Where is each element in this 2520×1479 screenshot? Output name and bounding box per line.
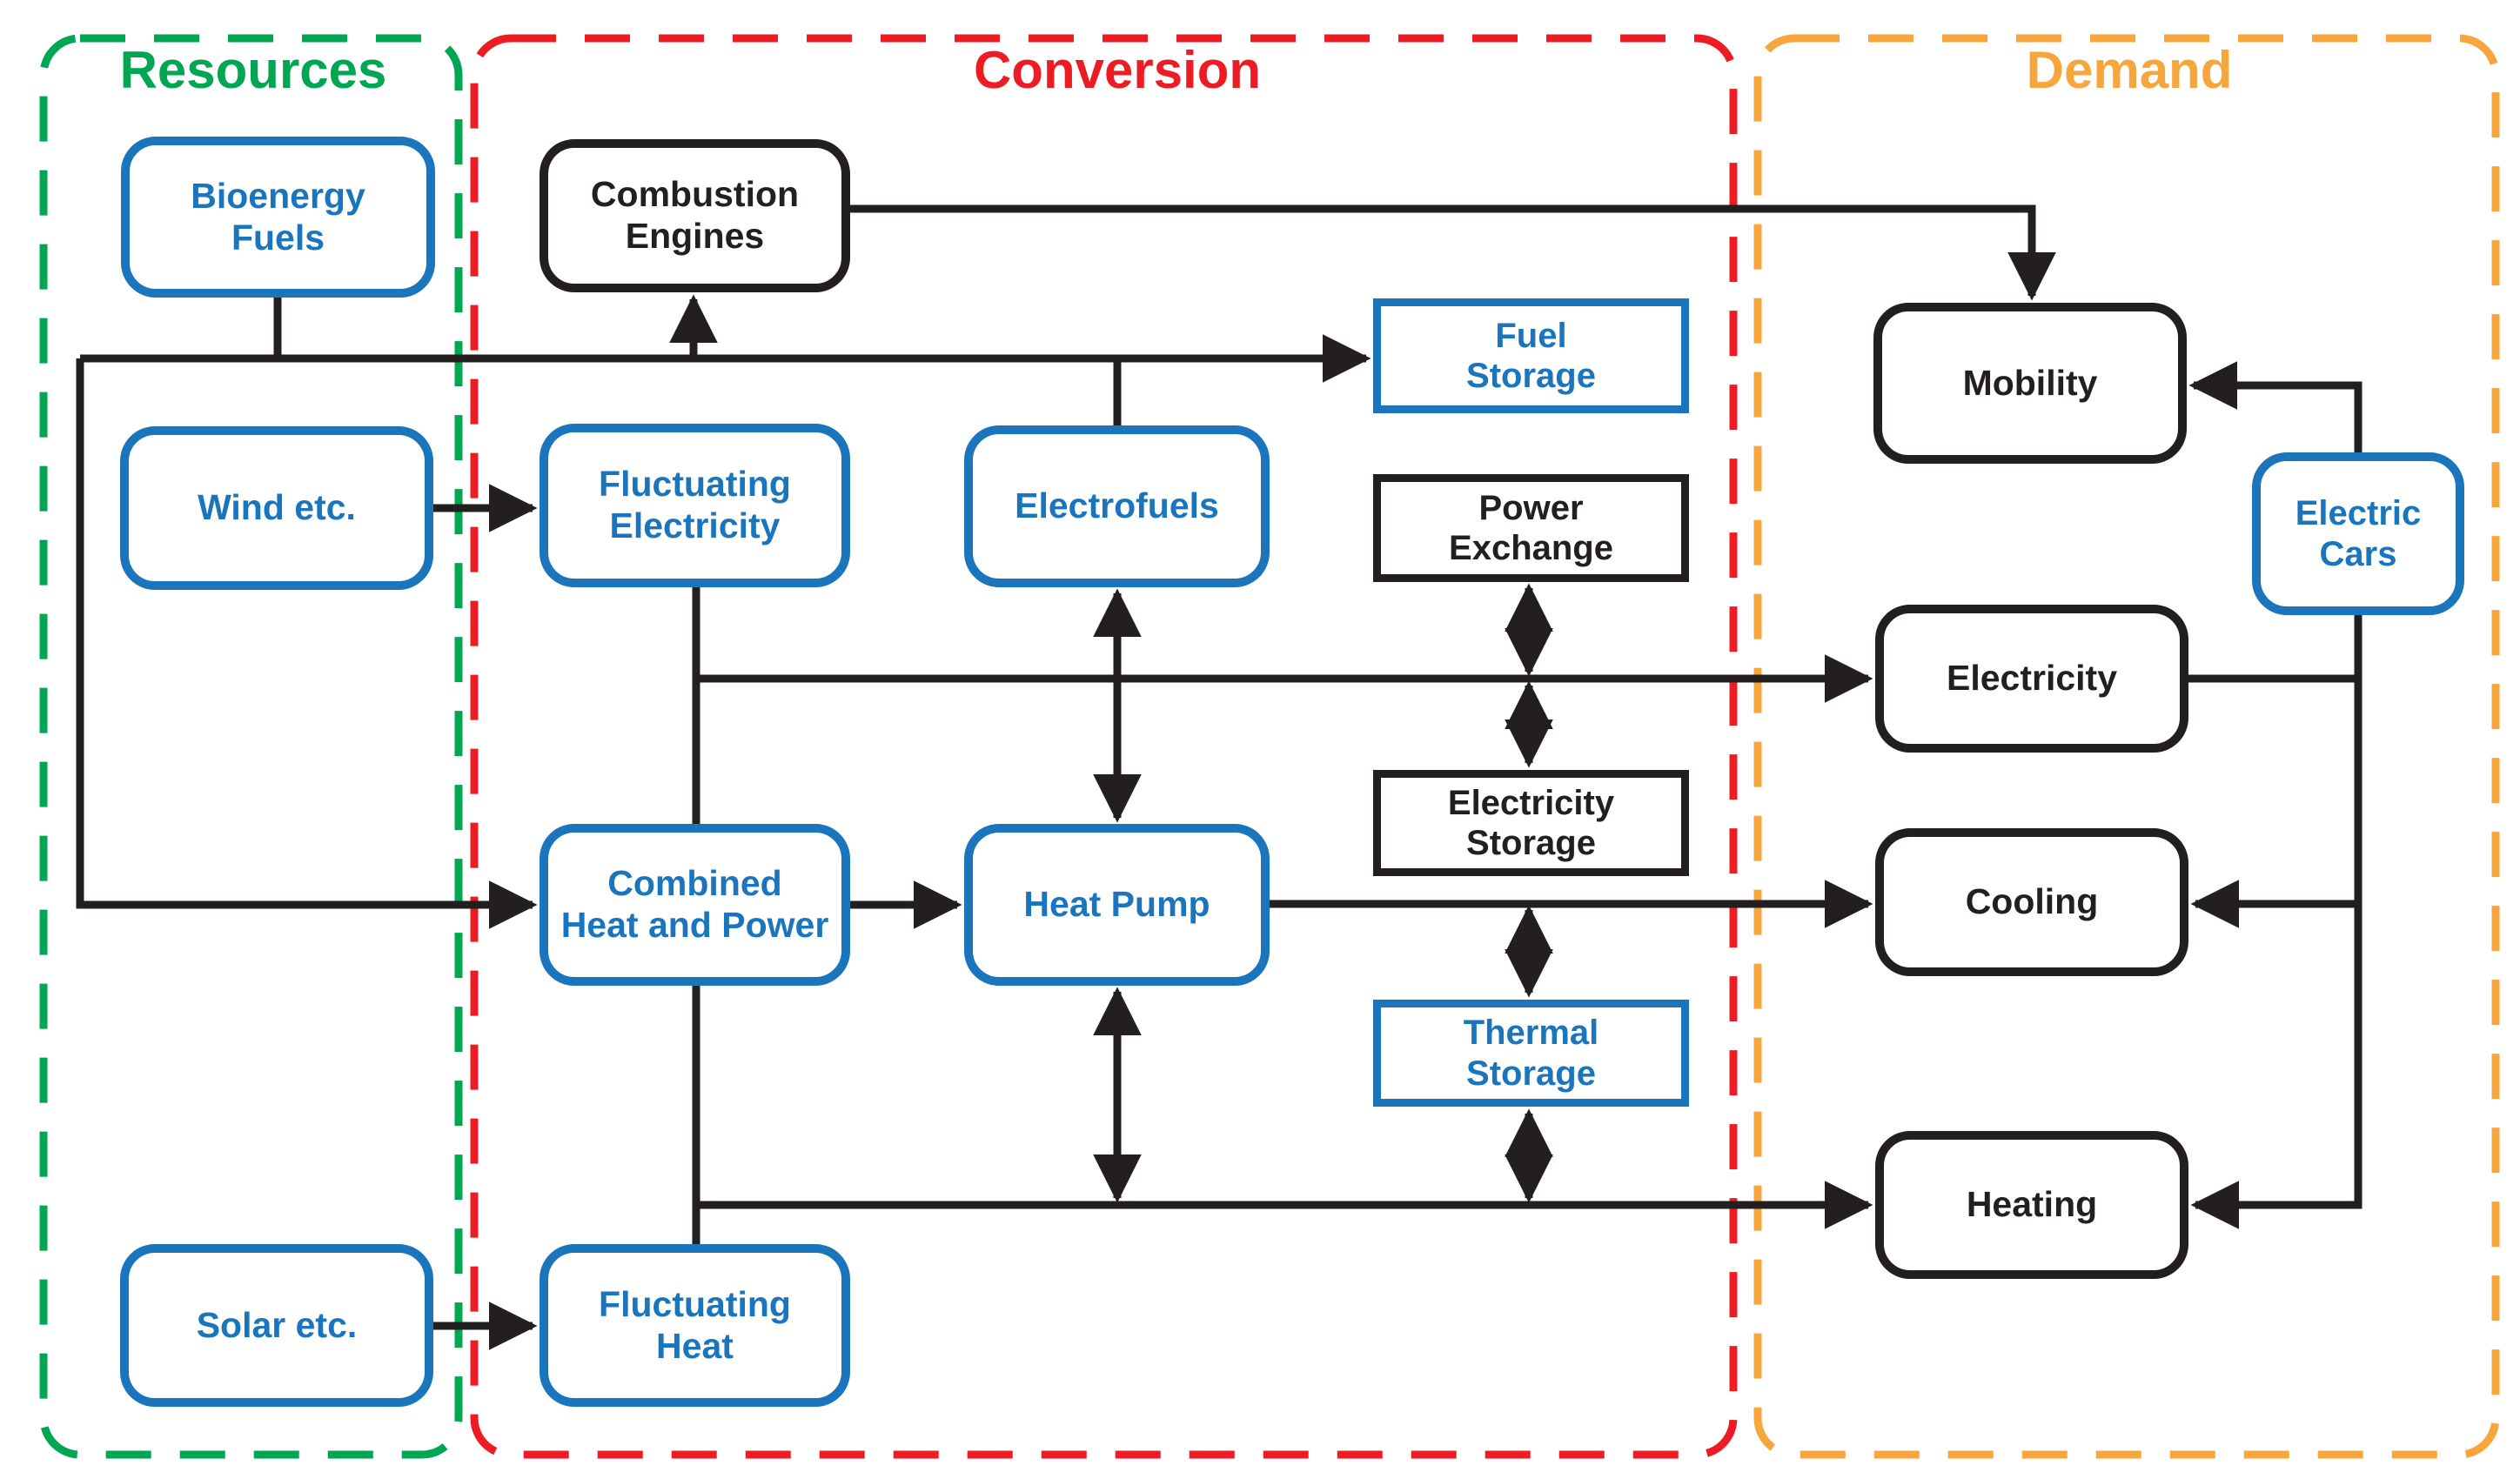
node-electricity-storage-label: Electricity Storage (1447, 783, 1615, 862)
node-heating-label: Heating (1966, 1184, 2098, 1225)
node-cooling-label: Cooling (1965, 881, 2099, 922)
node-cooling: Cooling (1875, 828, 2188, 976)
node-solar-label: Solar etc. (196, 1304, 358, 1345)
node-fluctuating-heat: Fluctuating Heat (540, 1244, 850, 1407)
fuel-line-to-chp (76, 358, 538, 929)
node-heating: Heating (1875, 1131, 2188, 1279)
node-mobility-label: Mobility (1962, 362, 2098, 403)
node-combined-heat-and-power: Combined Heat and Power (540, 824, 850, 986)
node-combined-heat-and-power-label: Combined Heat and Power (560, 863, 829, 945)
node-thermal-storage: Thermal Storage (1373, 1000, 1689, 1107)
resources-frame (39, 34, 463, 1459)
node-electrofuels-label: Electrofuels (1015, 485, 1219, 526)
node-thermal-storage-label: Thermal Storage (1463, 1014, 1599, 1093)
conversion-title: Conversion (973, 41, 1262, 99)
node-electric-cars-label: Electric Cars (2295, 494, 2422, 573)
node-wind: Wind etc. (120, 426, 433, 590)
combustion-engines-to-mobility (850, 204, 2056, 301)
node-fuel-storage-label: Fuel Storage (1466, 316, 1596, 395)
vertical-bus-to-heating (2190, 615, 2362, 1229)
node-combustion-engines-label: Combustion Engines (590, 174, 800, 256)
node-electricity-label: Electricity (1947, 658, 2117, 699)
node-power-exchange: Power Exchange (1373, 474, 1689, 582)
node-electric-cars: Electric Cars (2252, 452, 2464, 615)
demand-frame (1753, 34, 2500, 1459)
node-electricity: Electricity (1875, 605, 2188, 753)
resources-title: Resources (119, 41, 387, 99)
node-heat-pump: Heat Pump (964, 824, 1270, 986)
node-solar: Solar etc. (120, 1244, 433, 1407)
node-wind-label: Wind etc. (198, 487, 356, 528)
node-mobility: Mobility (1873, 303, 2187, 464)
node-fluctuating-electricity: Fluctuating Electricity (540, 424, 850, 587)
node-electricity-storage: Electricity Storage (1373, 770, 1689, 876)
node-electrofuels: Electrofuels (964, 425, 1270, 587)
electric-cars-to-mobility (2188, 361, 2362, 452)
node-bioenergy-fuels: Bioenergy Fuels (121, 137, 435, 298)
node-combustion-engines: Combustion Engines (540, 139, 850, 292)
node-heat-pump-label: Heat Pump (1023, 884, 1210, 925)
node-fluctuating-electricity-label: Fluctuating Electricity (599, 464, 791, 545)
demand-title: Demand (2026, 41, 2233, 99)
node-power-exchange-label: Power Exchange (1449, 488, 1613, 567)
node-fuel-storage: Fuel Storage (1373, 298, 1689, 413)
node-fluctuating-heat-label: Fluctuating Heat (599, 1283, 791, 1366)
node-bioenergy-fuels-label: Bioenergy Fuels (191, 175, 365, 258)
conversion-frame (470, 34, 1738, 1459)
